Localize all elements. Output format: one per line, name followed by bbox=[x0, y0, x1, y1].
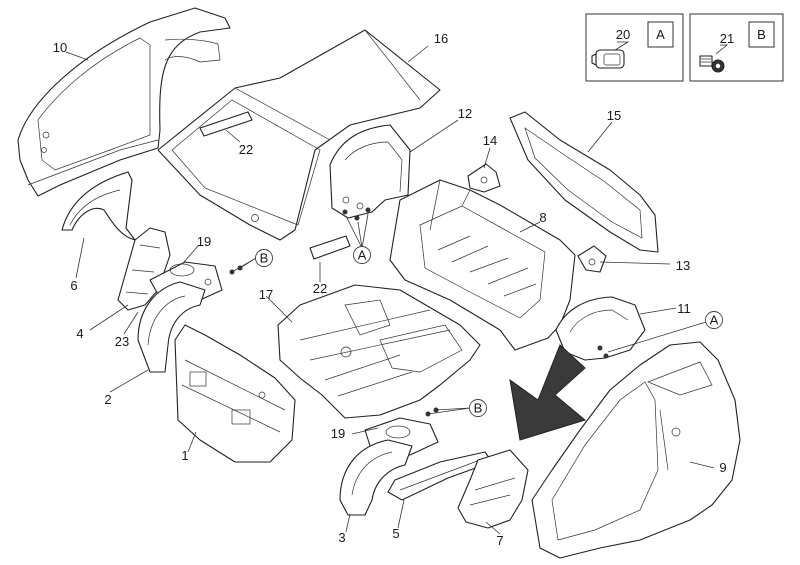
direction-arrow bbox=[509, 344, 587, 441]
label-part-19-top: 19 bbox=[197, 234, 211, 249]
label-part-1: 1 bbox=[181, 448, 188, 463]
label-part-4: 4 bbox=[76, 326, 83, 341]
part-17-front-floor bbox=[277, 284, 481, 419]
label-part-12: 12 bbox=[458, 106, 472, 121]
label-part-17: 17 bbox=[259, 287, 273, 302]
part-6-fender bbox=[61, 171, 136, 241]
label-part-19-bottom: 19 bbox=[331, 426, 345, 441]
label-part-14: 14 bbox=[483, 133, 497, 148]
label-part-11: 11 bbox=[677, 301, 691, 316]
part-2-wheelhouse-left bbox=[137, 281, 206, 373]
legend-box-b: B 21 bbox=[689, 13, 784, 82]
part-15-rear-panel bbox=[509, 111, 659, 253]
part-13-bracket bbox=[577, 245, 607, 273]
label-part-2: 2 bbox=[104, 392, 111, 407]
label-part-16: 16 bbox=[434, 31, 448, 46]
label-part-22-lower: 22 bbox=[313, 281, 327, 296]
screw-icon bbox=[699, 55, 725, 73]
label-part-23: 23 bbox=[115, 334, 129, 349]
part-16-roof bbox=[157, 29, 441, 241]
callout-b-left: B bbox=[255, 249, 273, 267]
part-22-pad-top bbox=[199, 111, 253, 137]
svg-text:B: B bbox=[260, 251, 269, 266]
part-9-right-side-panel bbox=[531, 341, 741, 559]
part-7-quarter-inner bbox=[457, 449, 529, 529]
part-12-wheelhouse-upper bbox=[329, 124, 411, 219]
label-part-7: 7 bbox=[496, 533, 503, 548]
label-part-5: 5 bbox=[392, 526, 399, 541]
svg-text:A: A bbox=[710, 313, 719, 328]
label-part-10: 10 bbox=[53, 40, 67, 55]
part-10-left-side-panel bbox=[17, 7, 231, 197]
legend-number-20: 20 bbox=[616, 27, 630, 42]
label-part-13: 13 bbox=[676, 258, 690, 273]
label-part-22-top: 22 bbox=[239, 142, 253, 157]
callout-b-bottom: B bbox=[469, 399, 487, 417]
callout-a-right: A bbox=[705, 311, 723, 329]
legend-box-a: A 20 bbox=[585, 13, 684, 82]
legend-letter-b: B bbox=[757, 27, 766, 42]
clip-icon bbox=[591, 49, 625, 69]
label-part-6: 6 bbox=[70, 278, 77, 293]
fasteners bbox=[229, 207, 609, 417]
svg-text:B: B bbox=[474, 401, 483, 416]
label-part-15: 15 bbox=[607, 108, 621, 123]
part-22-pad-lower bbox=[309, 235, 351, 260]
label-part-8: 8 bbox=[539, 210, 546, 225]
part-14-bracket bbox=[467, 163, 501, 193]
part-1-inner-frame bbox=[174, 324, 296, 463]
callout-a-top: A bbox=[353, 246, 371, 264]
label-part-3: 3 bbox=[338, 530, 345, 545]
part-3-wheelhouse-lower bbox=[339, 439, 413, 516]
legend-letter-a: A bbox=[656, 27, 665, 42]
leader-lines bbox=[65, 45, 715, 535]
svg-text:A: A bbox=[358, 248, 367, 263]
label-part-9: 9 bbox=[719, 460, 726, 475]
part-11-wheelhouse-right bbox=[555, 296, 646, 361]
legend-number-21: 21 bbox=[720, 31, 734, 46]
